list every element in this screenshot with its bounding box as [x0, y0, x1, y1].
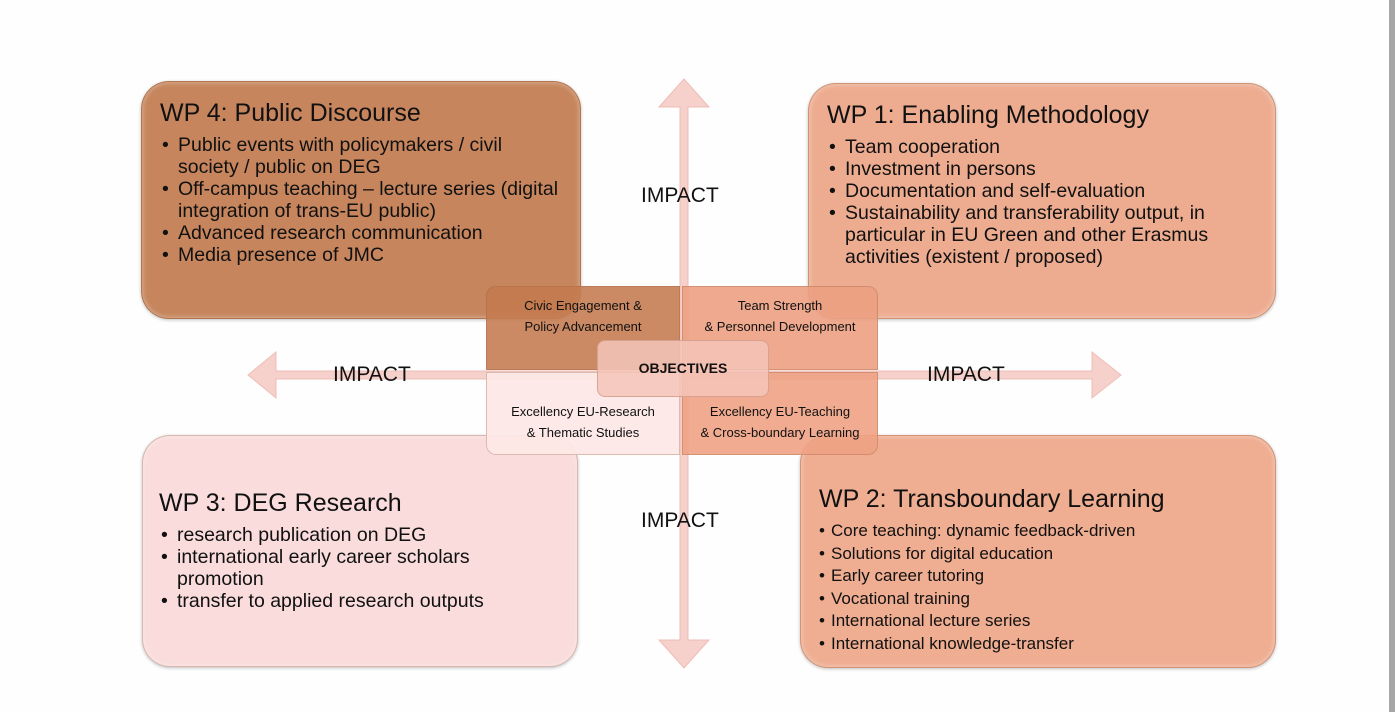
objective-line: Civic Engagement &: [524, 298, 642, 313]
list-item: Early career tutoring: [819, 565, 1257, 588]
wp1-title: WP 1: Enabling Methodology: [827, 101, 1149, 129]
list-item: Media presence of JMC: [160, 244, 562, 266]
wp2-transboundary-learning-box: WP 2: Transboundary Learning Core teachi…: [800, 435, 1276, 668]
list-item: Core teaching: dynamic feedback-driven: [819, 520, 1257, 543]
list-item: research publication on DEG: [159, 524, 561, 546]
objective-line: & Thematic Studies: [526, 425, 640, 440]
wp1-enabling-methodology-box: WP 1: Enabling Methodology Team cooperat…: [808, 83, 1276, 319]
list-item: Solutions for digital education: [819, 543, 1257, 566]
list-item: Off-campus teaching – lecture series (di…: [160, 178, 562, 222]
objective-line: & Personnel Development: [704, 319, 856, 334]
wp3-title: WP 3: DEG Research: [159, 489, 402, 517]
list-item: Vocational training: [819, 588, 1257, 611]
list-item: Advanced research communication: [160, 222, 562, 244]
list-item: international early career scholars prom…: [159, 546, 561, 590]
impact-label-left: IMPACT: [333, 363, 411, 386]
list-item: Team cooperation: [827, 136, 1257, 158]
objectives-center-label: OBJECTIVES: [597, 340, 769, 397]
list-item: Sustainability and transferability outpu…: [827, 202, 1257, 268]
objective-line: Policy Advancement: [524, 319, 642, 334]
impact-label-bottom: IMPACT: [641, 509, 719, 532]
wp1-list: Team cooperation Investment in persons D…: [827, 136, 1257, 268]
wp3-deg-research-box: WP 3: DEG Research research publication …: [142, 435, 578, 667]
list-item: transfer to applied research outputs: [159, 590, 561, 612]
list-item: International knowledge-transfer: [819, 633, 1257, 656]
wp4-public-discourse-box: WP 4: Public Discourse Public events wit…: [141, 81, 581, 319]
wp4-title: WP 4: Public Discourse: [160, 99, 421, 127]
objective-line: Excellency EU-Teaching: [709, 404, 851, 419]
objective-line: & Cross-boundary Learning: [700, 425, 860, 440]
list-item: International lecture series: [819, 610, 1257, 633]
list-item: Investment in persons: [827, 158, 1257, 180]
objective-line: Team Strength: [737, 298, 823, 313]
objective-line: Excellency EU-Research: [511, 404, 655, 419]
objective-team-strength: Team Strength & Personnel Development: [682, 286, 878, 370]
wp2-list: Core teaching: dynamic feedback-driven S…: [819, 520, 1257, 655]
impact-label-top: IMPACT: [641, 184, 719, 207]
scrollbar[interactable]: [1389, 0, 1395, 712]
wp3-list: research publication on DEG internationa…: [159, 524, 561, 612]
impact-label-right: IMPACT: [927, 363, 1005, 386]
list-item: Documentation and self-evaluation: [827, 180, 1257, 202]
wp2-title: WP 2: Transboundary Learning: [819, 485, 1165, 513]
objective-excellency-teaching: Excellency EU-Teaching & Cross-boundary …: [682, 372, 878, 455]
list-item: Public events with policymakers / civil …: [160, 134, 562, 178]
wp4-list: Public events with policymakers / civil …: [160, 134, 562, 266]
